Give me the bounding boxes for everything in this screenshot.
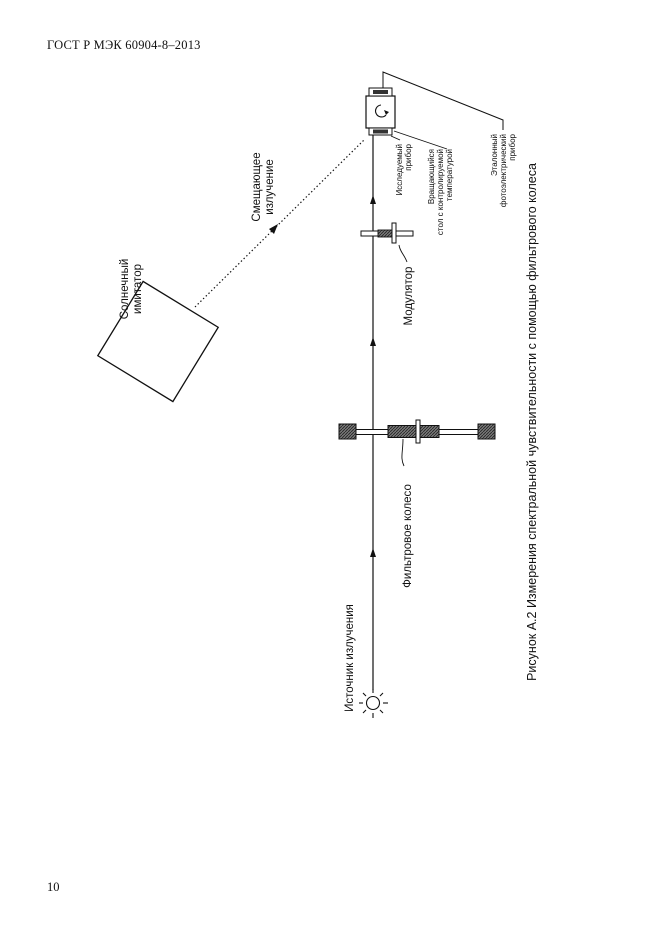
reference-label-line2: фотоэлектрический xyxy=(499,134,508,207)
bias-light-beam xyxy=(194,138,366,308)
table-leader xyxy=(393,130,448,150)
modulator xyxy=(360,222,414,244)
filter-wheel xyxy=(338,419,496,444)
axis-arrow-1 xyxy=(370,548,376,557)
axis-arrow-2 xyxy=(370,337,376,346)
reference-label-line1: Эталонный xyxy=(490,134,499,176)
table-label-line1: Вращающийся xyxy=(427,149,436,204)
device-label-line2: прибор xyxy=(404,143,413,170)
document-header: ГОСТ Р МЭК 60904-8–2013 xyxy=(47,38,201,52)
light-source-label: Источник излучения xyxy=(344,604,356,712)
device-leader xyxy=(390,135,401,141)
modulator-label: Модулятор xyxy=(403,267,415,326)
table-label-line2: стол с контролируемой xyxy=(436,149,445,235)
reference-label-line3: прибор xyxy=(508,133,517,160)
rotation-arrow-icon xyxy=(375,104,387,118)
bias-light-label-line2: излучение xyxy=(264,159,276,215)
light-source-icon xyxy=(359,689,388,718)
solar-simulator-label-line1: Солнечный xyxy=(119,259,131,320)
connection-wire xyxy=(382,71,504,130)
bias-light-arrow xyxy=(269,224,278,234)
device-under-test xyxy=(365,87,396,136)
axis-arrow-3 xyxy=(370,195,376,204)
figure-caption: Рисунок А.2 Измерения спектральной чувст… xyxy=(525,163,539,681)
filter-wheel-label: Фильтровое колесо xyxy=(402,484,414,588)
modulator-leader xyxy=(398,244,408,263)
page-number: 10 xyxy=(47,880,60,894)
bias-light-label-line1: Смещающее xyxy=(251,152,263,221)
solar-simulator-label-line2: имитатор xyxy=(132,264,144,314)
table-label-line3: температурой xyxy=(445,149,454,201)
solar-simulator xyxy=(96,280,220,403)
filter-wheel-leader xyxy=(401,438,405,467)
device-label-line1: Исследуемый xyxy=(395,144,404,195)
